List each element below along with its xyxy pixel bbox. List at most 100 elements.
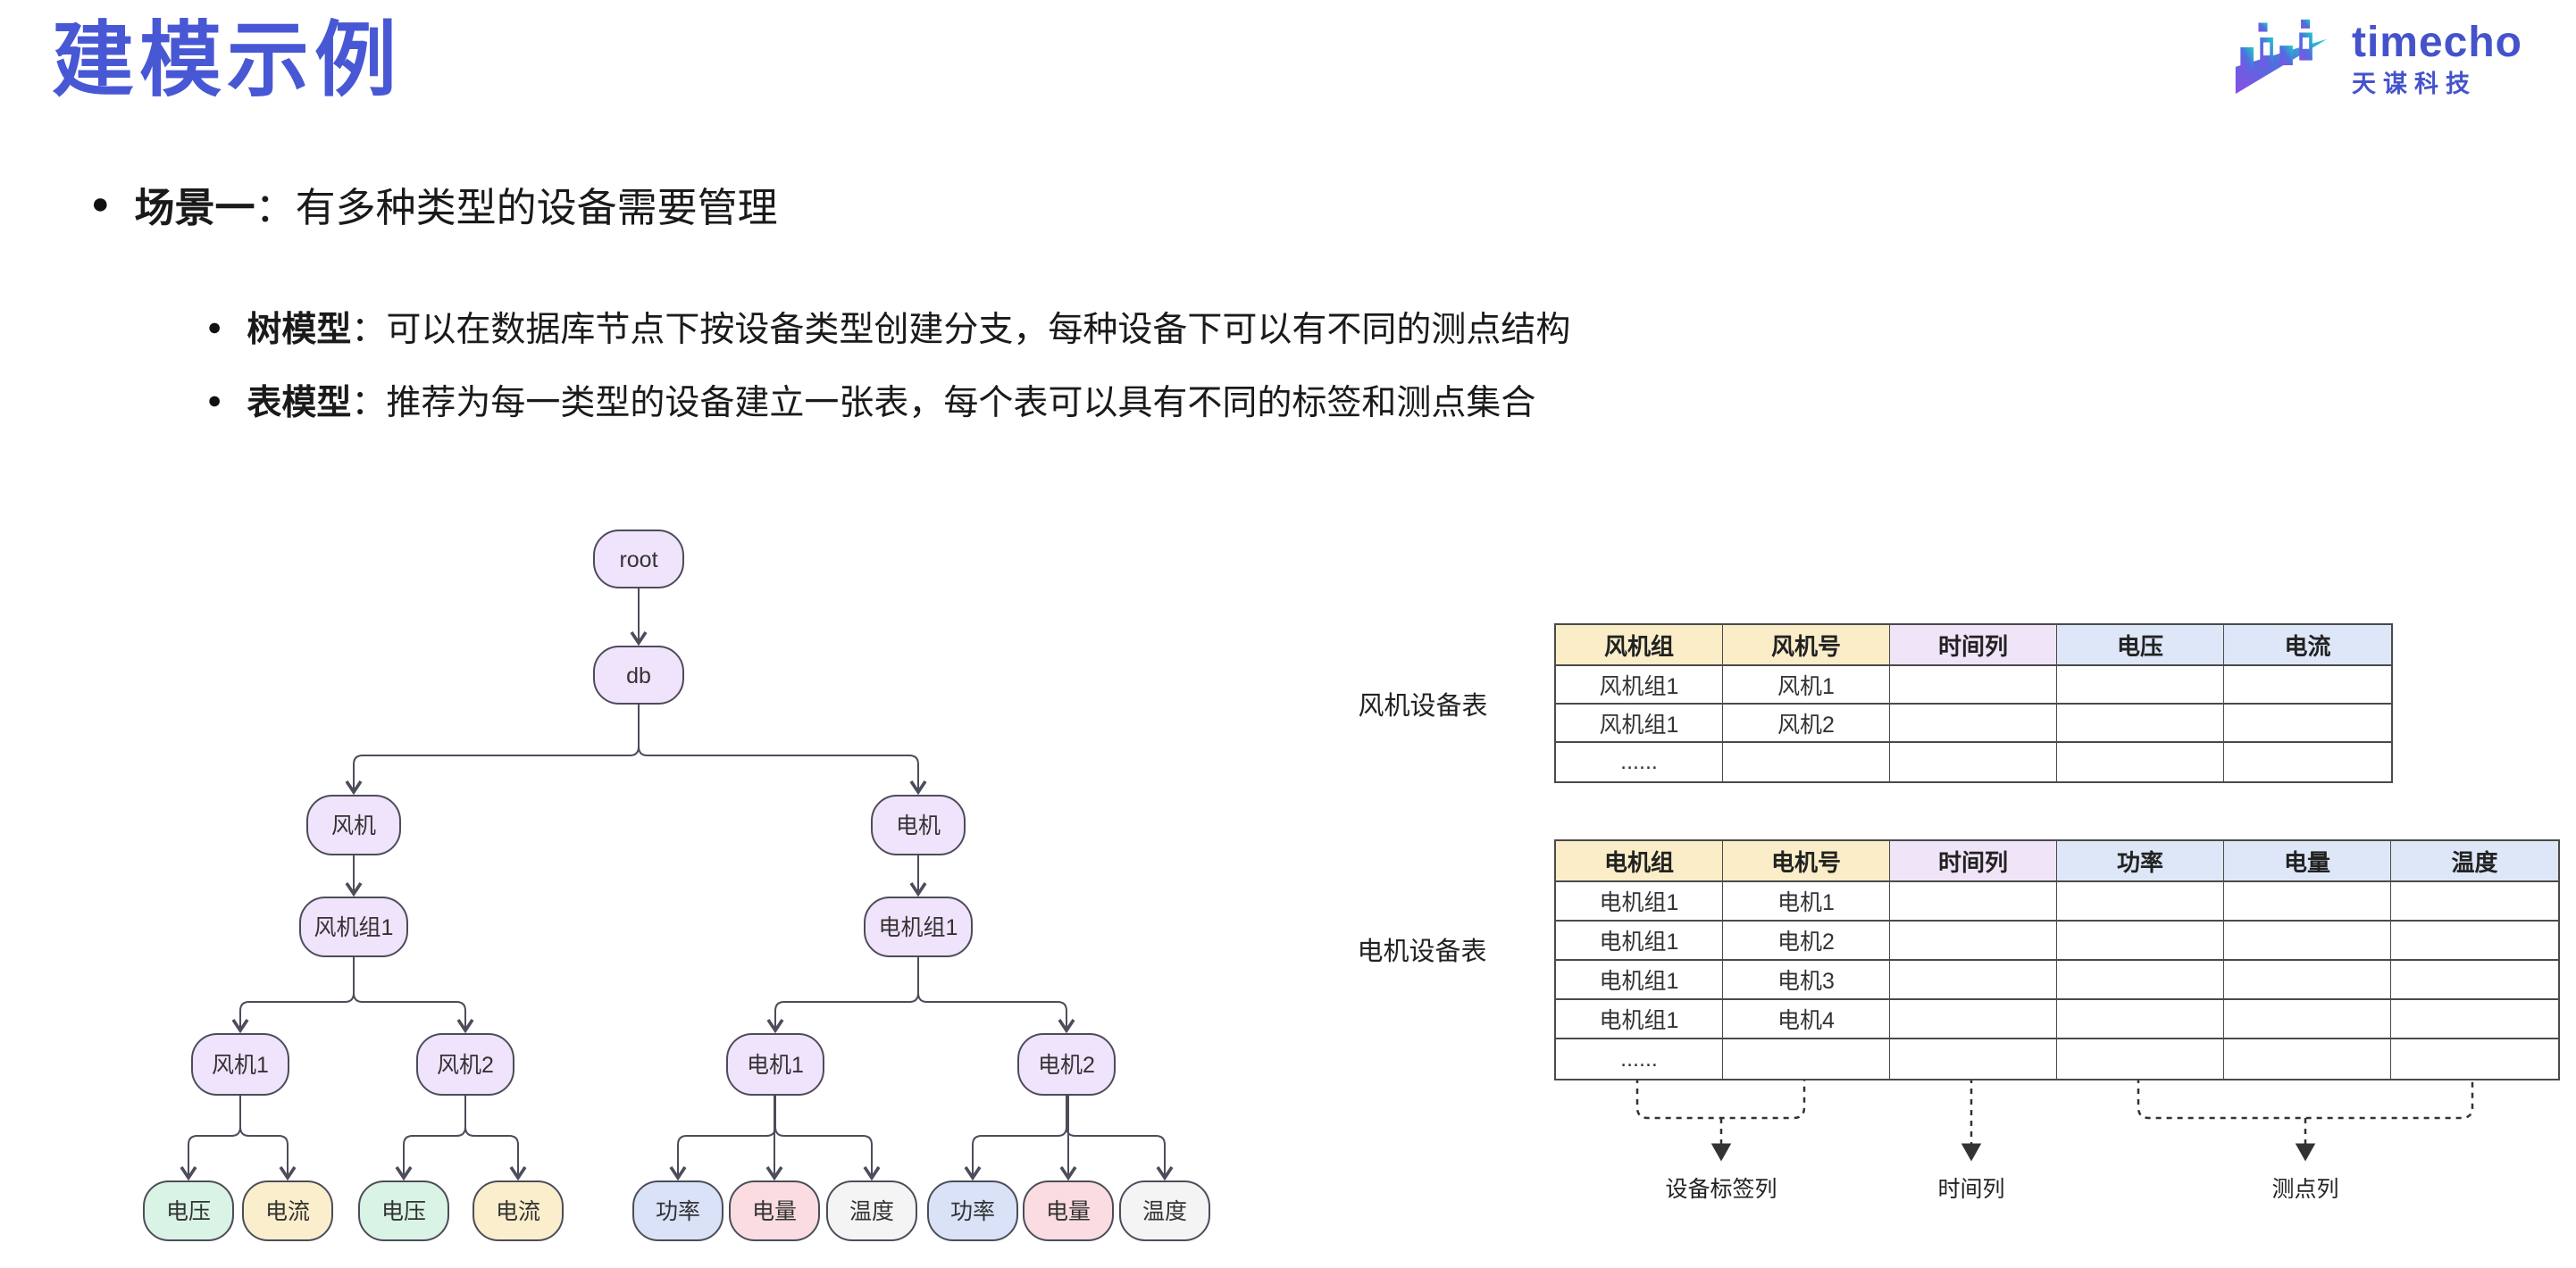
bullet-scenario-text: ：有多种类型的设备需要管理: [255, 185, 778, 230]
tree-edge: [1066, 1095, 1174, 1181]
tree-node-l1: 电压: [143, 1180, 234, 1241]
svg-text:功率: 功率: [950, 1199, 995, 1224]
tree-node-dj2: 电机2: [1017, 1033, 1116, 1096]
table-cell: [2224, 1000, 2391, 1039]
tree-node-l7: 温度: [826, 1180, 917, 1241]
table-header-cell: 功率: [2057, 841, 2224, 882]
table-cell: [1890, 961, 2057, 1000]
tree-edge: [766, 956, 919, 1034]
page-title: 建模示例: [52, 15, 403, 106]
svg-text:电压: 电压: [381, 1199, 426, 1224]
bullet-dot: ●: [207, 313, 222, 340]
table-cell: 电机4: [1723, 1000, 1890, 1039]
timecho-logo-icon: [2229, 18, 2336, 99]
table-cell: [1723, 743, 1890, 781]
svg-text:电量: 电量: [752, 1199, 797, 1224]
table-header-cell: 时间列: [1890, 841, 2057, 882]
tree-edge: [353, 956, 474, 1034]
tree-node-fj2: 风机2: [416, 1033, 514, 1096]
device-tag-columns-label: 设备标签列: [1665, 1177, 1777, 1202]
table-cell: [2224, 882, 2391, 922]
tree-node-l3: 电压: [358, 1180, 449, 1241]
table-cell: 电机1: [1723, 882, 1890, 922]
tree-edge: [464, 1095, 527, 1181]
tree-node-l5: 功率: [632, 1180, 723, 1241]
svg-text:电量: 电量: [1046, 1199, 1091, 1224]
svg-text:风机1: 风机1: [212, 1053, 269, 1078]
tree-node-fj: 风机: [306, 795, 401, 855]
tree-node-root: root: [593, 530, 684, 588]
svg-text:风机2: 风机2: [437, 1053, 494, 1078]
tree-edge: [774, 1095, 881, 1181]
svg-text:电压: 电压: [166, 1199, 211, 1224]
tree-node-db: db: [593, 646, 684, 705]
tree-node-fjz: 风机组1: [299, 897, 408, 957]
table-cell: [2391, 961, 2558, 1000]
table-cell: 风机组1: [1556, 705, 1723, 743]
bullet-scenario: ● 场景一：有多种类型的设备需要管理: [91, 175, 778, 233]
table-cell: [2391, 1039, 2558, 1079]
tree-edge: [345, 704, 640, 796]
bullet-table-model-label: 表模型: [247, 384, 352, 422]
svg-text:功率: 功率: [656, 1199, 700, 1224]
svg-text:风机组1: 风机组1: [314, 915, 394, 940]
table-cell: 电机3: [1723, 961, 1890, 1000]
table-cell: [2224, 666, 2391, 705]
table-cell: [1890, 743, 2057, 781]
svg-text:电机1: 电机1: [747, 1053, 804, 1078]
table-header-cell: 电流: [2224, 625, 2391, 666]
tree-edge: [917, 956, 1075, 1034]
tree-node-fj1: 风机1: [191, 1033, 289, 1096]
table-cell: 风机组1: [1556, 666, 1723, 705]
bullet-table-model-text: ：推荐为每一类型的设备建立一张表，每个表可以具有不同的标签和测点集合: [351, 384, 1536, 422]
table-cell: [2057, 922, 2224, 961]
logo-subtitle-text: 天谋科技: [2351, 70, 2477, 97]
table-cell: [2224, 961, 2391, 1000]
logo-brand-text: timecho: [2351, 19, 2522, 67]
table-cell: 电机组1: [1556, 1000, 1723, 1039]
svg-text:db: db: [626, 663, 651, 688]
motor-table-label: 电机设备表: [1357, 938, 1487, 966]
table-cell: [2057, 666, 2224, 705]
table-cell: ......: [1556, 1039, 1723, 1079]
tree-node-djz: 电机组1: [864, 897, 973, 957]
bullet-tree-model-label: 树模型: [247, 311, 352, 349]
table-cell: [2057, 743, 2224, 781]
svg-text:电机组1: 电机组1: [879, 915, 958, 940]
table-header-cell: 风机组: [1556, 625, 1723, 666]
tree-node-l4: 电流: [473, 1180, 564, 1241]
fan-table-label: 风机设备表: [1358, 692, 1488, 721]
time-column-label: 时间列: [1937, 1177, 2005, 1202]
table-header-cell: 风机号: [1723, 625, 1890, 666]
table-cell: [1890, 1039, 2057, 1079]
table-cell: [1890, 705, 2057, 743]
table-cell: [1723, 1039, 1890, 1079]
table-cell: [2224, 705, 2391, 743]
svg-text:温度: 温度: [849, 1199, 894, 1224]
table-cell: [2391, 922, 2558, 961]
table-cell: [2057, 1039, 2224, 1079]
table-cell: 电机组1: [1556, 882, 1723, 922]
table-cell: 风机1: [1723, 666, 1890, 705]
table-cell: [2057, 1000, 2224, 1039]
tree-edge: [395, 1095, 466, 1181]
table-cell: [2057, 705, 2224, 743]
table-header-cell: 电机号: [1723, 841, 1890, 882]
tree-node-l8: 功率: [927, 1180, 1018, 1241]
table-cell: ......: [1556, 743, 1723, 781]
table-header-cell: 电压: [2057, 625, 2224, 666]
svg-text:电机2: 电机2: [1038, 1053, 1095, 1078]
bullet-dot: ●: [207, 386, 222, 413]
bullet-tree-model-text: ：可以在数据库节点下按设备类型创建分支，每种设备下可以有不同的测点结构: [351, 311, 1571, 349]
bullet-scenario-label: 场景一: [134, 185, 255, 230]
measurement-columns-label: 测点列: [2271, 1177, 2339, 1202]
tree-node-l9: 电量: [1023, 1180, 1114, 1241]
table-cell: [1890, 922, 2057, 961]
tree-edge: [180, 1095, 241, 1181]
table-cell: 电机2: [1723, 922, 1890, 961]
annotation-dashes: [1635, 1078, 1806, 1120]
tree-node-l10: 温度: [1119, 1180, 1210, 1241]
